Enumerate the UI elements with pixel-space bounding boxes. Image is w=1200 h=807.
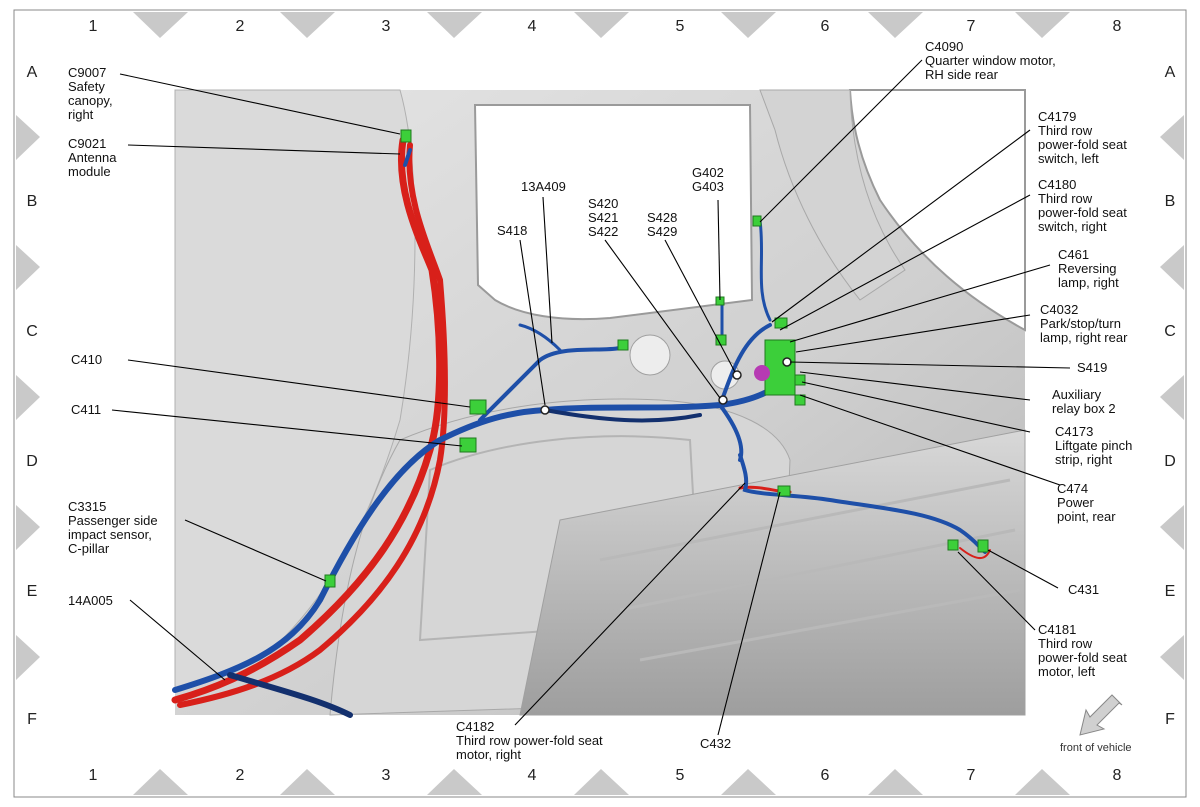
grid-markers-left: [16, 115, 40, 680]
label-14a005: 14A005: [68, 593, 113, 608]
label-auxiliary-relay-box-2: Auxiliary relay box 2: [1052, 387, 1116, 416]
grid-row-d-left: D: [26, 453, 38, 470]
grid-row-e-right: E: [1164, 583, 1176, 600]
grid-row-f-left: F: [27, 711, 37, 728]
label-s419: S419: [1077, 360, 1108, 375]
harness-dark-blue: [227, 408, 702, 718]
label-c4180: C4180 Third row power-fold seat switch, …: [1038, 177, 1127, 234]
grid-markers-top: [133, 12, 1070, 38]
label-c4090: C4090 Quarter window motor, RH side rear: [925, 39, 1056, 82]
grid-col-2-bottom: 2: [235, 767, 245, 784]
label-c9021: C9021 Antenna module: [68, 136, 117, 179]
leader-lines: [111, 59, 1071, 736]
grid-col-1-top: 1: [88, 18, 98, 35]
grid-row-e-left: E: [26, 583, 38, 600]
grid-markers-right: [1160, 115, 1184, 680]
label-c432: C432: [700, 736, 732, 751]
grid-row-a-right: A: [1164, 64, 1176, 81]
grid-col-1-bottom: 1: [88, 767, 98, 784]
grid-col-3-top: 3: [381, 18, 391, 35]
label-c4173: C4173 Liftgate pinch strip, right: [1055, 424, 1133, 467]
label-c411: C411: [71, 402, 102, 417]
label-c4182: C4182 Third row power-fold seat motor, r…: [456, 719, 603, 762]
grid-row-c-left: C: [26, 323, 38, 340]
grid-col-8-bottom: 8: [1112, 767, 1122, 784]
label-c4179: C4179 Third row power-fold seat switch, …: [1038, 109, 1127, 166]
front-of-vehicle-caption: front of vehicle: [1060, 742, 1132, 754]
label-s428-s429: S428 S429: [647, 210, 678, 239]
grid-col-6-bottom: 6: [820, 767, 830, 784]
grid-col-4-top: 4: [527, 18, 537, 35]
label-c4181: C4181 Third row power-fold seat motor, l…: [1038, 622, 1127, 679]
relay-box-purple: [754, 365, 770, 381]
grid-col-6-top: 6: [820, 18, 830, 35]
grid-row-b-left: B: [26, 193, 38, 210]
grid-row-d-right: D: [1164, 453, 1176, 470]
label-s420-s421-s422: S420 S421 S422: [588, 196, 619, 239]
grid-col-7-bottom: 7: [966, 767, 976, 784]
grid-col-7-top: 7: [966, 18, 976, 35]
grid-col-2-top: 2: [235, 18, 245, 35]
label-c4032: C4032 Park/stop/turn lamp, right rear: [1040, 302, 1128, 345]
splice-markers: [540, 357, 792, 415]
label-13a409: 13A409: [521, 179, 566, 194]
grid-col-3-bottom: 3: [381, 767, 391, 784]
grid-row-a-left: A: [26, 64, 38, 81]
grid-col-4-bottom: 4: [527, 767, 537, 784]
grid-row-b-right: B: [1164, 193, 1176, 210]
grid-col-5-top: 5: [675, 18, 685, 35]
grid-row-c-right: C: [1164, 323, 1176, 340]
connectors: [324, 129, 989, 588]
vehicle-body: [174, 89, 1026, 716]
label-c9007: C9007 Safety canopy, right: [68, 65, 113, 122]
outer-frame: [13, 9, 1187, 798]
label-s418: S418: [497, 223, 528, 238]
label-c3315: C3315 Passenger side impact sensor, C-pi…: [68, 499, 158, 556]
label-g402-g403: G402 G403: [692, 165, 724, 194]
label-c431: C431: [1068, 582, 1100, 597]
grid-row-f-right: F: [1165, 711, 1175, 728]
grid-col-8-top: 8: [1112, 18, 1122, 35]
grid-col-5-bottom: 5: [675, 767, 685, 784]
grid-markers-bottom: [133, 769, 1070, 795]
label-c410: C410: [71, 352, 103, 367]
label-c474: C474 Power point, rear: [1057, 481, 1116, 524]
front-of-vehicle-arrow-icon: [1079, 694, 1123, 736]
label-c461: C461 Reversing lamp, right: [1058, 247, 1119, 290]
